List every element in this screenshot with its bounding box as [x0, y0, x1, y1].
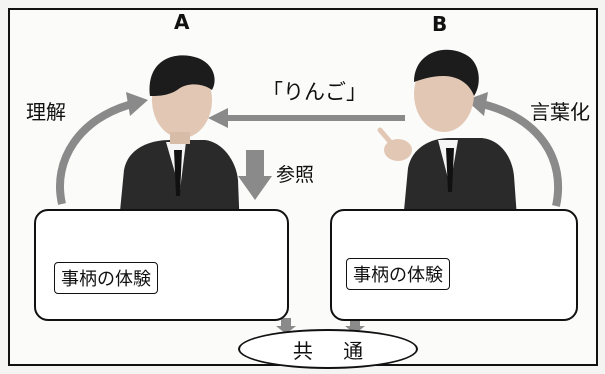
understand-arrow [56, 92, 148, 205]
refer-arrow [238, 150, 272, 200]
verbalize-label: 言葉化 [530, 100, 590, 124]
experience-label-b: 事柄の体験 [346, 258, 450, 290]
person-b-icon [377, 49, 518, 232]
person-a-icon [118, 55, 240, 232]
refer-label: 参照 [276, 164, 315, 186]
person-b-label: B [432, 12, 448, 36]
experience-label-a: 事柄の体験 [54, 262, 158, 294]
person-a-label: A [174, 10, 190, 34]
understand-label: 理解 [26, 100, 66, 124]
common-ellipse: 共 通 [238, 329, 418, 369]
speech-arrow [208, 108, 405, 128]
word-label: 「りんご」 [262, 80, 367, 104]
common-label: 共 通 [292, 338, 376, 363]
common-arrow-left [276, 318, 296, 334]
